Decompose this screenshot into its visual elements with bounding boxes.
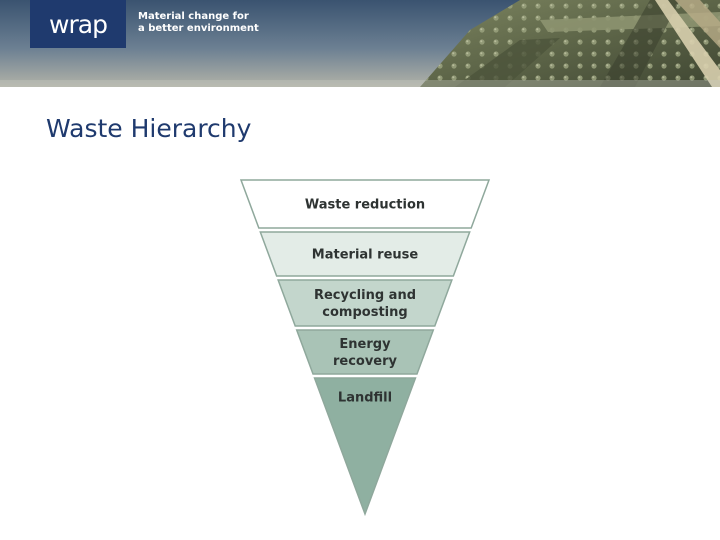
- hierarchy-level-1: [239, 179, 491, 229]
- hierarchy-level-3-label: Recycling and: [314, 288, 416, 303]
- logo-wordmark: wrap: [49, 9, 108, 39]
- hierarchy-level-2-label: Material reuse: [312, 248, 419, 263]
- hierarchy-level-4-label: recovery: [333, 354, 398, 369]
- wrap-logo[interactable]: wrap: [30, 0, 126, 48]
- hierarchy-level-3: [277, 279, 453, 327]
- page-title: Waste Hierarchy: [46, 114, 252, 143]
- hierarchy-level-4-label: Energy: [339, 337, 391, 352]
- hierarchy-level-1-label: Waste reduction: [305, 198, 425, 213]
- header-banner: wrap Material change for a better enviro…: [0, 0, 720, 87]
- tagline: Material change for a better environment: [138, 11, 259, 35]
- hierarchy-level-5-label: Landfill: [338, 391, 392, 406]
- hierarchy-level-5: [313, 377, 417, 517]
- bridge-photo: [0, 0, 720, 87]
- tagline-line-2: a better environment: [138, 23, 259, 34]
- hierarchy-level-4: [295, 329, 435, 375]
- tagline-line-1: Material change for: [138, 11, 249, 22]
- hierarchy-level-2: [259, 231, 471, 277]
- hierarchy-level-3-label: composting: [322, 305, 407, 320]
